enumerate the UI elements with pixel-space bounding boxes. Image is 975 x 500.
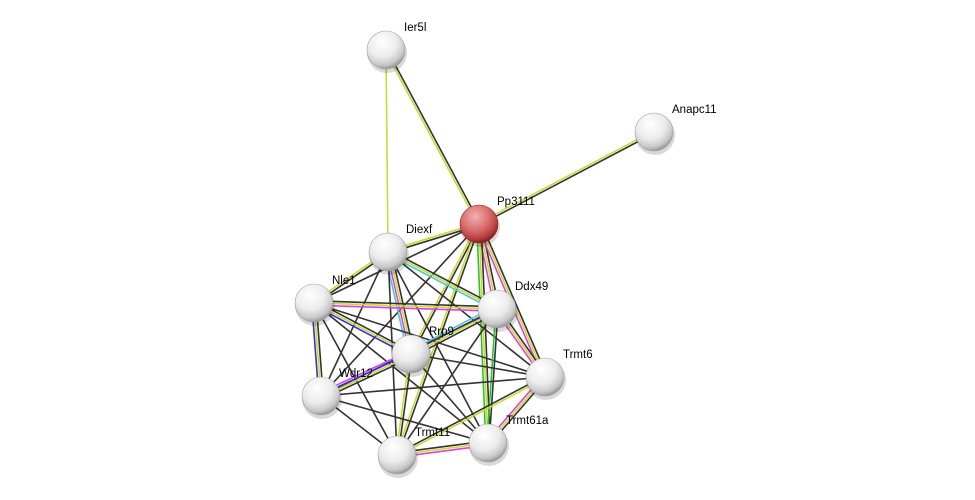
node-label: Trmt6 bbox=[563, 349, 593, 361]
node-label: Wdr12 bbox=[339, 368, 373, 380]
edge-channel-coexpression bbox=[488, 309, 499, 444]
edge-nle1-trmt61a[interactable] bbox=[313, 302, 489, 444]
edge-wdr12-trmt61a[interactable] bbox=[320, 395, 489, 444]
edge-channel-coexpression bbox=[388, 249, 499, 308]
edge-channel-coexpression bbox=[410, 353, 546, 378]
edge-ier5l-diexf[interactable] bbox=[385, 49, 389, 253]
edge-pp3111-rrp9[interactable] bbox=[409, 223, 481, 355]
node-label: Ier5l bbox=[404, 22, 426, 34]
edge-channel-coexpression bbox=[410, 353, 489, 444]
node-sphere[interactable] bbox=[477, 289, 517, 329]
node-sphere[interactable] bbox=[377, 435, 417, 475]
node-label: Rrp9 bbox=[429, 326, 454, 338]
edge-ier5l-pp3111[interactable] bbox=[384, 49, 481, 225]
edge-channel-coexpression bbox=[313, 302, 489, 444]
edge-channel-textmining bbox=[409, 223, 479, 354]
node-label: Diexf bbox=[406, 224, 433, 236]
edge-channel-neighborhood bbox=[486, 308, 497, 443]
edge-channel-neighborhood bbox=[476, 224, 487, 444]
edge-channel-experiments bbox=[313, 304, 497, 312]
node-sphere[interactable] bbox=[468, 423, 508, 463]
edge-channel-coexpression bbox=[386, 49, 481, 224]
edge-channel-databases bbox=[386, 253, 497, 312]
node-label: Nle1 bbox=[332, 275, 356, 287]
edge-ddx49-trmt61a[interactable] bbox=[486, 308, 499, 444]
node-trmt11[interactable]: Trmt11 bbox=[377, 427, 450, 478]
edge-channel-coexpression bbox=[396, 375, 545, 455]
node-sphere[interactable] bbox=[459, 204, 499, 244]
edge-channel-coexpression bbox=[480, 222, 548, 377]
edge-rrp9-trmt6[interactable] bbox=[410, 353, 546, 378]
edge-ddx49-trmt11[interactable] bbox=[396, 308, 498, 456]
node-rrp9[interactable]: Rrp9 bbox=[391, 326, 454, 377]
edge-channel-textmining bbox=[397, 377, 546, 457]
edge-channel-coexpression bbox=[387, 251, 546, 378]
node-anapc11[interactable]: Anapc11 bbox=[634, 104, 717, 155]
edge-diexf-ddx49[interactable] bbox=[386, 249, 499, 312]
node-diexf[interactable]: Diexf bbox=[368, 224, 433, 275]
edge-channel-coexpression bbox=[314, 300, 498, 308]
node-label: Trmt61a bbox=[506, 415, 549, 427]
edge-channel-textmining bbox=[384, 50, 479, 225]
node-label: Pp3111 bbox=[497, 196, 535, 208]
node-trmt61a[interactable]: Trmt61a bbox=[468, 415, 549, 466]
edge-channel-coexpression bbox=[387, 251, 489, 444]
edge-diexf-trmt61a[interactable] bbox=[387, 251, 489, 444]
node-sphere[interactable] bbox=[634, 112, 674, 152]
node-ddx49[interactable]: Ddx49 bbox=[477, 281, 548, 332]
node-label: Anapc11 bbox=[672, 104, 717, 116]
node-nle1[interactable]: Nle1 bbox=[294, 275, 356, 326]
edge-trmt11-trmt6[interactable] bbox=[396, 375, 546, 457]
edge-channel-coexpression bbox=[320, 395, 489, 444]
node-trmt6[interactable]: Trmt6 bbox=[525, 349, 593, 400]
edge-channel-textmining bbox=[387, 251, 498, 310]
node-wdr12[interactable]: Wdr12 bbox=[301, 368, 373, 419]
edge-channel-textmining bbox=[313, 302, 498, 310]
node-sphere[interactable] bbox=[391, 334, 431, 374]
node-sphere[interactable] bbox=[525, 357, 565, 397]
edge-nle1-ddx49[interactable] bbox=[313, 300, 498, 312]
node-sphere[interactable] bbox=[301, 376, 341, 416]
edge-channel-coexpression bbox=[320, 376, 546, 397]
edge-rrp9-trmt61a[interactable] bbox=[410, 353, 489, 444]
edges bbox=[311, 49, 655, 458]
edge-channel-textmining bbox=[478, 130, 654, 224]
node-label: Trmt11 bbox=[415, 427, 450, 439]
edge-channel-coexpression bbox=[411, 224, 481, 355]
node-sphere[interactable] bbox=[368, 232, 408, 272]
node-sphere[interactable] bbox=[366, 30, 406, 70]
node-pp3111[interactable]: Pp3111 bbox=[459, 196, 535, 247]
node-label: Ddx49 bbox=[515, 281, 548, 293]
edge-wdr12-trmt6[interactable] bbox=[320, 376, 546, 397]
edge-channel-textmining bbox=[385, 49, 389, 253]
edge-anapc11-pp3111[interactable] bbox=[478, 130, 655, 226]
edge-channel-coexpression bbox=[396, 308, 498, 456]
edge-diexf-trmt6[interactable] bbox=[387, 251, 546, 378]
node-ier5l[interactable]: Ier5l bbox=[366, 22, 426, 73]
node-sphere[interactable] bbox=[294, 283, 334, 323]
edge-channel-coexpression bbox=[479, 132, 655, 226]
